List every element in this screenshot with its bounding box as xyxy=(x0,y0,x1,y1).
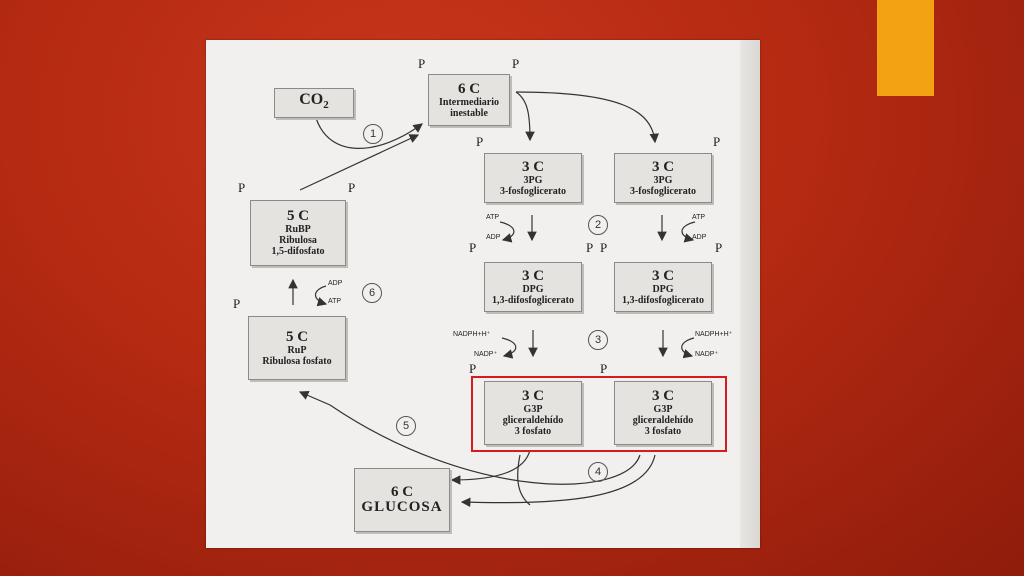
phosphate-label: P xyxy=(238,180,246,195)
step-5-marker: 5 xyxy=(396,416,416,436)
dpg-right-box: 3 C DPG 1,3-difosfoglicerato xyxy=(614,262,712,312)
g3p-left-carbons: 3 C xyxy=(521,388,545,404)
phosphate-label: P xyxy=(715,240,723,255)
pg-left-abbr: 3PG xyxy=(523,174,543,186)
adp-label: ADP xyxy=(328,280,343,287)
rubp-carbons: 5 C xyxy=(286,208,310,224)
step-2-marker: 2 xyxy=(588,215,608,235)
pg-right-carbons: 3 C xyxy=(651,158,675,175)
step-3-marker: 3 xyxy=(588,330,608,350)
atp-label: ATP xyxy=(486,214,500,221)
rup-abbr: RuP xyxy=(287,344,307,356)
g3p-highlight-frame xyxy=(471,376,727,452)
pg-left-name: 3-fosfoglicerato xyxy=(499,185,567,197)
dpg-right-carbons: 3 C xyxy=(651,267,675,284)
rup-carbons: 5 C xyxy=(285,328,309,345)
dpg-left-name: 1,3-difosfoglicerato xyxy=(492,294,574,306)
glucose-name: GLUCOSA xyxy=(361,499,443,515)
g3p-right-line2: 3 fosfato xyxy=(644,426,682,437)
phosphate-label: P xyxy=(469,240,477,255)
step-6-marker: 6 xyxy=(362,283,382,303)
g3p-left-line1: gliceraldehído xyxy=(502,415,564,426)
intermediate-box: 6 C Intermediario inestable xyxy=(428,74,510,126)
g3p-left-box: 3 C G3P gliceraldehído 3 fosfato xyxy=(484,381,582,445)
rubp-line2: 1,5-difosfato xyxy=(271,246,325,257)
co2-label: CO2 xyxy=(299,91,329,112)
g3p-right-carbons: 3 C xyxy=(651,388,675,404)
dpg-left-box: 3 C DPG 1,3-difosfoglicerato xyxy=(484,262,582,312)
accent-tab xyxy=(877,0,934,96)
pg-left-carbons: 3 C xyxy=(521,158,545,175)
rubp-line1: Ribulosa xyxy=(279,235,317,246)
pg-right-abbr: 3PG xyxy=(653,174,673,186)
g3p-right-abbr: G3P xyxy=(653,404,673,415)
phosphate-label: P xyxy=(476,134,484,149)
intermediate-line1: Intermediario xyxy=(439,96,499,108)
dpg-right-name: 1,3-difosfoglicerato xyxy=(622,294,704,306)
glucose-box: 6 C GLUCOSA xyxy=(354,468,450,532)
co2-box: CO2 xyxy=(274,88,354,118)
step-4-marker: 4 xyxy=(588,462,608,482)
adp-label: ADP xyxy=(692,234,707,241)
rubp-box: 5 C RuBP Ribulosa 1,5-difosfato xyxy=(250,200,346,266)
g3p-right-line1: gliceraldehído xyxy=(632,415,694,426)
pg-right-name: 3-fosfoglicerato xyxy=(629,185,697,197)
phosphate-label: P xyxy=(600,240,608,255)
rup-box: 5 C RuP Ribulosa fosfato xyxy=(248,316,346,380)
phosphate-label: P xyxy=(600,361,608,376)
rubp-abbr: RuBP xyxy=(285,224,311,235)
dpg-right-abbr: DPG xyxy=(652,283,674,295)
dpg-left-abbr: DPG xyxy=(522,283,544,295)
pg-left-box: 3 C 3PG 3-fosfoglicerato xyxy=(484,153,582,203)
nadp-label: NADP⁺ xyxy=(474,351,498,358)
g3p-right-box: 3 C G3P gliceraldehído 3 fosfato xyxy=(614,381,712,445)
phosphate-label: P xyxy=(713,134,721,149)
atp-label: ATP xyxy=(692,214,706,221)
phosphate-label: P xyxy=(348,180,356,195)
nadph-label: NADPH+H⁺ xyxy=(695,331,733,338)
step-1-marker: 1 xyxy=(363,124,383,144)
g3p-left-line2: 3 fosfato xyxy=(514,426,552,437)
phosphate-label: P xyxy=(418,56,426,71)
phosphate-label: P xyxy=(233,296,241,311)
adp-label: ADP xyxy=(486,234,501,241)
g3p-left-abbr: G3P xyxy=(523,404,543,415)
phosphate-label: P xyxy=(469,361,477,376)
atp-label: ATP xyxy=(328,298,342,305)
rup-name: Ribulosa fosfato xyxy=(262,355,332,367)
phosphate-label: P xyxy=(586,240,594,255)
pg-right-box: 3 C 3PG 3-fosfoglicerato xyxy=(614,153,712,203)
nadph-label: NADPH+H⁺ xyxy=(453,331,491,338)
intermediate-carbons: 6 C xyxy=(457,80,481,97)
phosphate-label: P xyxy=(512,56,520,71)
nadp-label: NADP⁺ xyxy=(695,351,719,358)
scan-edge xyxy=(740,40,760,548)
dpg-left-carbons: 3 C xyxy=(521,267,545,284)
intermediate-line2: inestable xyxy=(450,107,488,119)
glucose-carbons: 6 C xyxy=(390,484,414,500)
